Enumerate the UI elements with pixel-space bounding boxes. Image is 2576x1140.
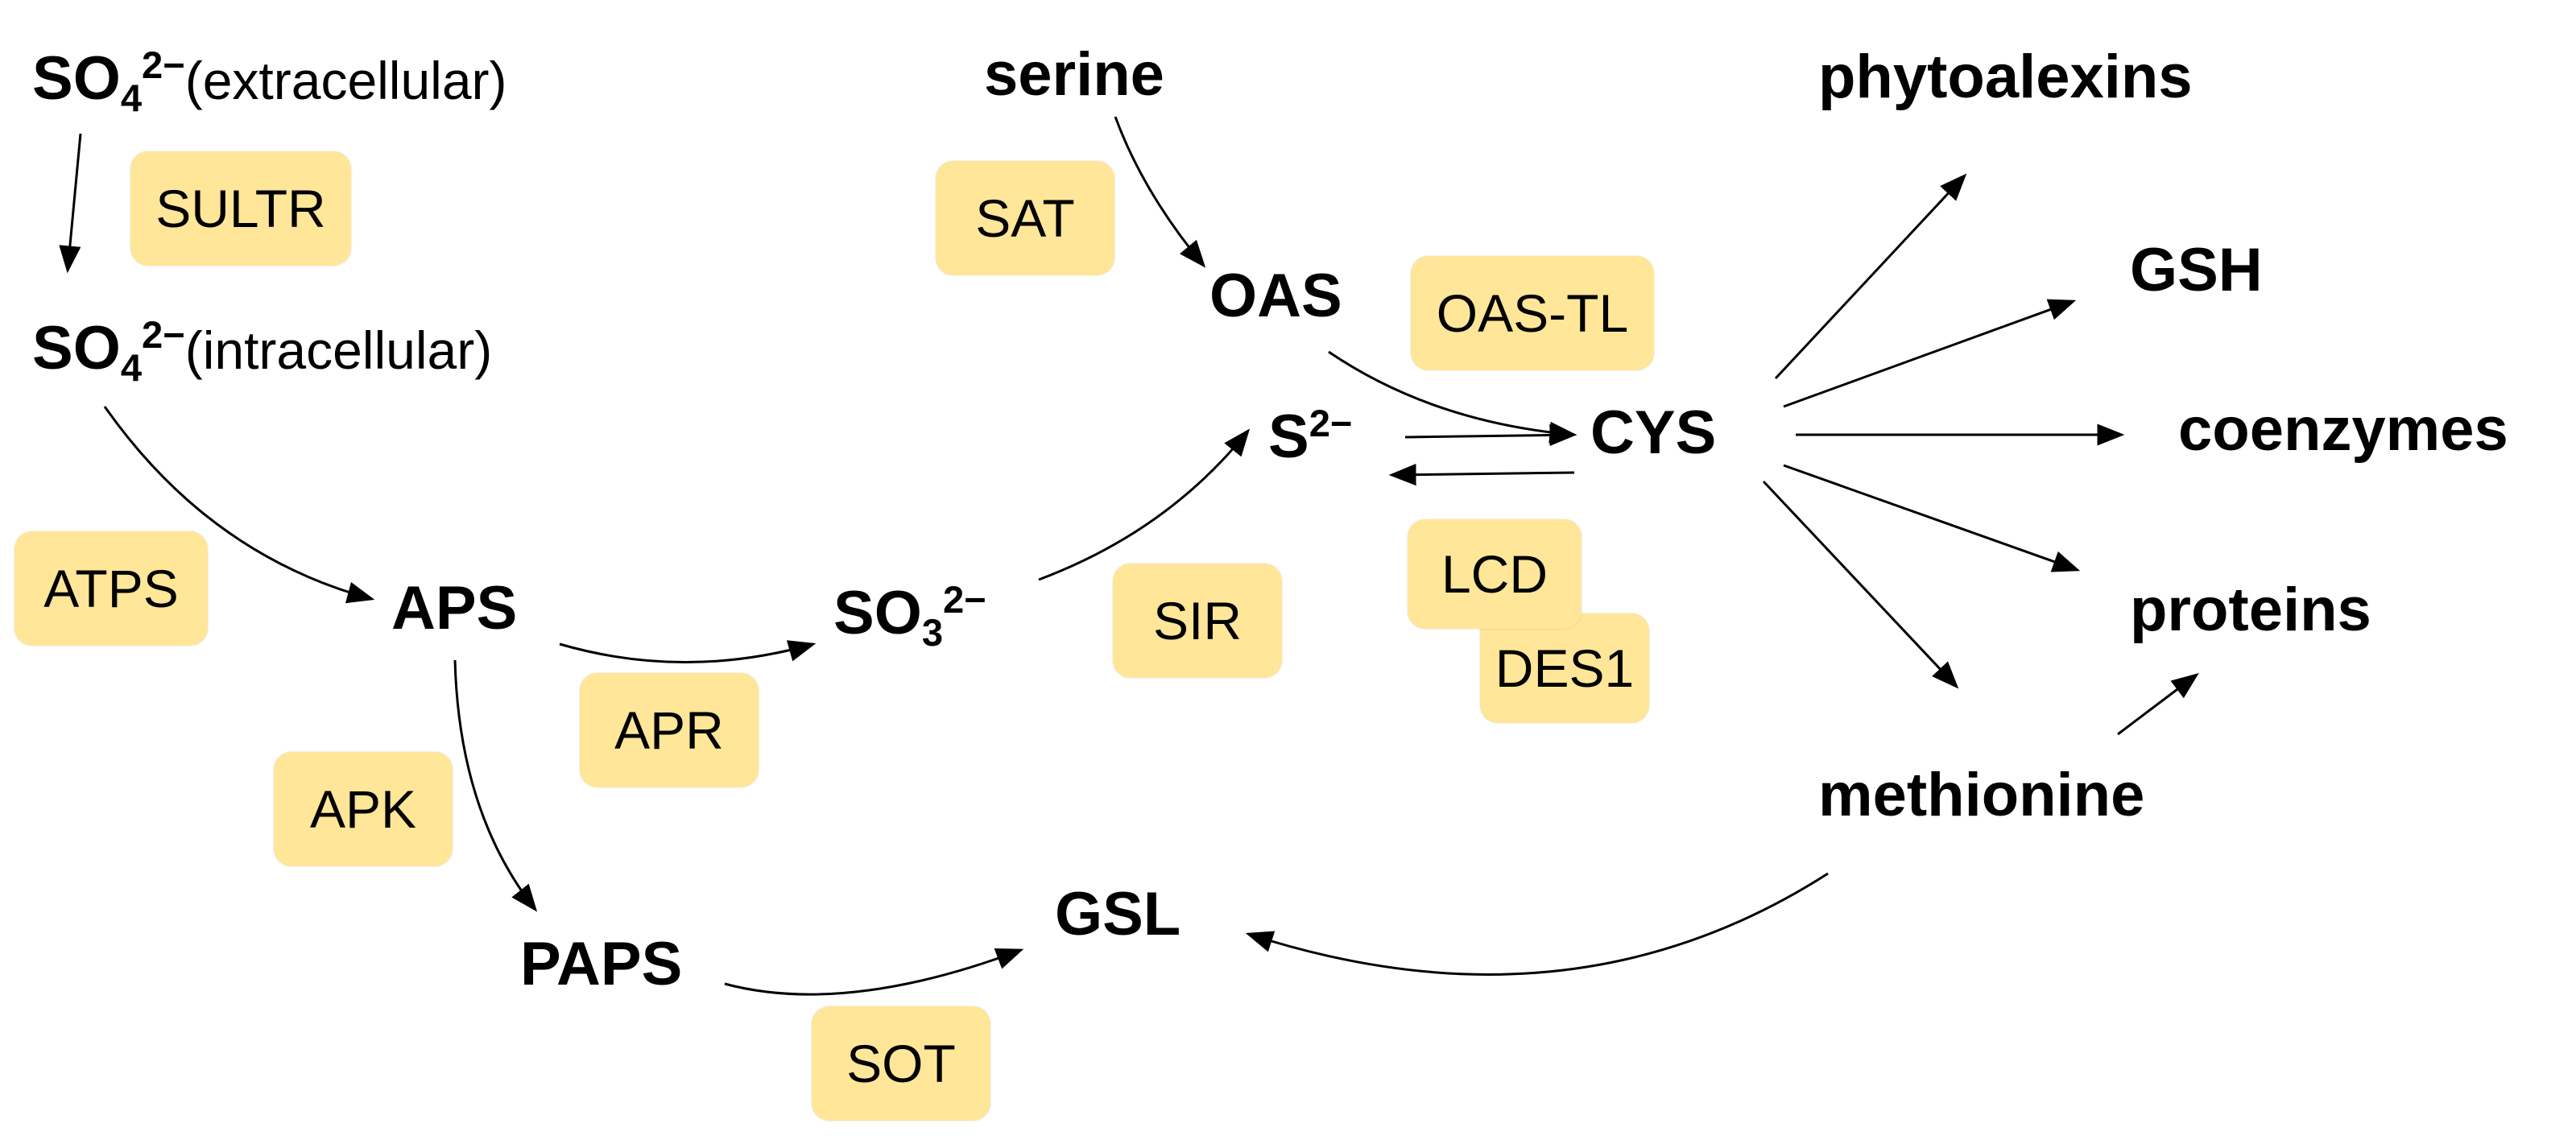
enzyme-sultr: SULTR [130, 151, 351, 266]
metabolite-so3: SO32− [833, 578, 986, 655]
edge-methionine-gsl [1245, 872, 1829, 976]
enzyme-lcd: LCD [1408, 519, 1582, 629]
enzyme-sir: SIR [1113, 564, 1282, 678]
edge-cys-s2 [1388, 463, 1575, 486]
metabolite-gsh: GSH [2130, 236, 2263, 304]
edge-so4int-aps [103, 406, 375, 604]
edge-so3-s2 [1038, 428, 1251, 581]
metabolite-phytoalexins: phytoalexins [1818, 43, 2193, 111]
metabolite-methionine: methionine [1818, 761, 2145, 829]
edge-cys-proteins [1783, 464, 2081, 572]
edge-cys-phytoalexins [1774, 173, 1967, 380]
edge-oas-cys [1328, 350, 1577, 444]
metabolite-so4-extracellular: SO42−(extracellular) [32, 43, 507, 120]
edge-so4ext-so4int [59, 133, 82, 274]
metabolite-gsl: GSL [1055, 880, 1181, 948]
enzyme-apk: APK [274, 752, 453, 866]
edge-aps-so3 [559, 640, 817, 663]
edge-s2-cys [1404, 423, 1577, 447]
edge-aps-paps [453, 659, 538, 912]
metabolite-s2: S2− [1268, 402, 1353, 471]
edge-serine-oas [1114, 116, 1206, 268]
enzyme-sot: SOT [812, 1006, 990, 1121]
edge-methionine-proteins [2117, 672, 2199, 736]
edge-cys-gsh [1783, 299, 2077, 408]
enzyme-des1: DES1 [1480, 613, 1649, 723]
enzyme-oas-tl: OAS-TL [1411, 256, 1654, 370]
metabolite-coenzymes: coenzymes [2178, 395, 2508, 464]
enzyme-apr: APR [580, 673, 759, 787]
edge-cys-methionine [1762, 480, 1959, 689]
enzyme-sat: SAT [936, 161, 1114, 275]
metabolite-paps: PAPS [520, 930, 683, 998]
metabolite-aps: APS [391, 574, 518, 642]
metabolite-serine: serine [984, 40, 1164, 109]
edge-paps-gsl [724, 948, 1024, 996]
metabolite-oas: OAS [1209, 262, 1342, 330]
metabolite-proteins: proteins [2130, 576, 2371, 644]
metabolite-cys: CYS [1590, 399, 1717, 467]
metabolite-so4-intracellular: SO42−(intracellular) [32, 313, 493, 390]
enzyme-atps: ATPS [14, 531, 208, 646]
